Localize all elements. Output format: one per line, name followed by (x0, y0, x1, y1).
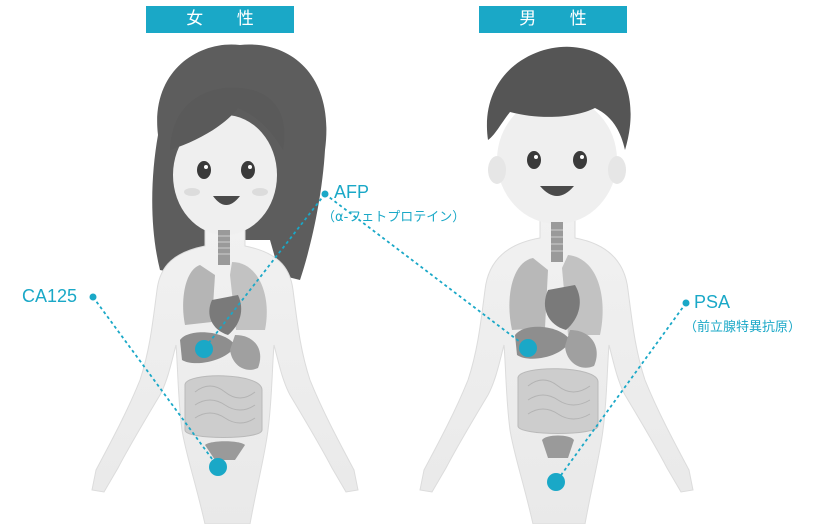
psa-prostate-dot (547, 473, 565, 491)
ca125-ovary-dot (209, 458, 227, 476)
ca125-label-dot (90, 294, 97, 301)
male-figure-icon (420, 47, 693, 524)
afp-liver-dot-male (519, 339, 537, 357)
ca125-label: CA125 (22, 286, 77, 307)
afp-liver-dot-female (195, 340, 213, 358)
psa-label: PSA (694, 292, 730, 313)
afp-sublabel: （α-フェトプロテイン） (322, 206, 465, 225)
psa-sublabel: （前立腺特異抗原） (684, 316, 801, 335)
female-figure-icon (92, 44, 358, 524)
afp-label-dot (322, 191, 329, 198)
afp-label: AFP (334, 182, 369, 203)
psa-label-dot (683, 300, 690, 307)
